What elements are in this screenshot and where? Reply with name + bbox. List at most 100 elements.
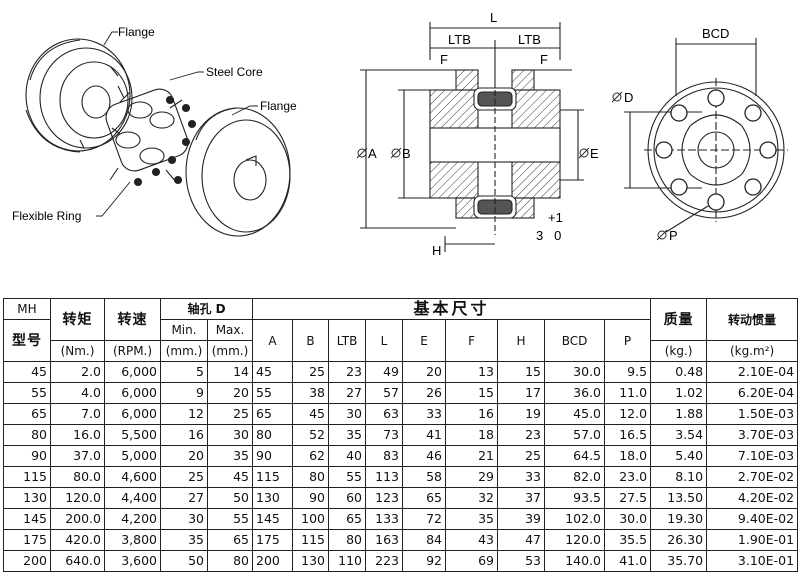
cell-L: 133 [365, 508, 404, 530]
cell-bore-max: 30 [206, 424, 254, 446]
flexible-ring-drawing [133, 95, 197, 187]
dim-E: E [590, 146, 599, 161]
callout-lines [96, 31, 258, 217]
cell-H: 15 [497, 361, 546, 383]
section-view [360, 22, 584, 252]
cell-bore-max: 45 [206, 466, 254, 488]
cell-B: 90 [292, 487, 330, 509]
cell-inertia: 2.10E-04 [706, 361, 799, 383]
cell-LTB: 27 [328, 382, 367, 404]
dim-tol-plus: +1 [548, 210, 563, 225]
cell-A: 55 [252, 382, 294, 404]
label-flexible-ring: Flexible Ring [12, 209, 81, 223]
cell-bore-max: 55 [206, 508, 254, 530]
cell-speed: 5,500 [104, 424, 161, 446]
dim-BCD: BCD [702, 26, 729, 41]
cell-mh: 200 [3, 550, 51, 572]
cell-speed: 4,400 [104, 487, 161, 509]
cell-P: 16.5 [604, 424, 652, 446]
cell-A: 175 [252, 529, 294, 551]
dim-F-right: F [540, 52, 548, 67]
cell-E: 65 [402, 487, 447, 509]
cell-E: 92 [402, 550, 447, 572]
cell-E: 72 [402, 508, 447, 530]
cell-E: 26 [402, 382, 447, 404]
header-torque-unit: (Nm.) [50, 340, 105, 362]
header-mass-unit: (kg.) [650, 340, 708, 362]
cell-mh: 175 [3, 529, 51, 551]
cell-torque: 2.0 [50, 361, 105, 383]
header-model: 型号 [3, 319, 51, 362]
cell-mh: 65 [3, 403, 51, 425]
dim-L: L [490, 10, 497, 25]
cell-F: 29 [445, 466, 499, 488]
cell-LTB: 55 [328, 466, 367, 488]
cell-P: 30.0 [604, 508, 652, 530]
cell-H: 17 [497, 382, 546, 404]
cell-H: 33 [497, 466, 546, 488]
header-mass: 质量 [650, 298, 708, 341]
label-flange-right: Flange [260, 99, 297, 113]
steel-core-drawing [105, 88, 189, 183]
dim-H: H [432, 243, 441, 258]
dim-B: B [402, 146, 411, 161]
cell-B: 130 [292, 550, 330, 572]
cell-mh: 55 [3, 382, 51, 404]
end-view [624, 38, 788, 233]
cell-mass: 0.48 [650, 361, 708, 383]
cell-E: 33 [402, 403, 447, 425]
cell-F: 43 [445, 529, 499, 551]
cell-P: 27.5 [604, 487, 652, 509]
cell-BCD: 64.5 [544, 445, 606, 467]
cell-H: 23 [497, 424, 546, 446]
end-view-labels: BCD D P [624, 26, 729, 243]
cell-mh: 80 [3, 424, 51, 446]
header-B: B [292, 319, 330, 362]
dim-LTB-left: LTB [448, 32, 471, 47]
table-header-row-1: MH 转矩 转速 轴孔 D 基本尺寸 质量 转动惯量 [3, 298, 799, 341]
header-inertia: 转动惯量 [706, 298, 799, 341]
cell-L: 123 [365, 487, 404, 509]
cell-bore-min: 27 [160, 487, 208, 509]
header-LTB: LTB [328, 319, 367, 362]
cell-LTB: 40 [328, 445, 367, 467]
label-steel-core: Steel Core [206, 65, 263, 79]
cell-mh: 145 [3, 508, 51, 530]
cell-B: 45 [292, 403, 330, 425]
cell-P: 12.0 [604, 403, 652, 425]
cell-BCD: 120.0 [544, 529, 606, 551]
cell-B: 38 [292, 382, 330, 404]
cell-mass: 13.50 [650, 487, 708, 509]
header-E: E [402, 319, 447, 362]
cell-torque: 7.0 [50, 403, 105, 425]
cell-LTB: 80 [328, 529, 367, 551]
cell-BCD: 45.0 [544, 403, 606, 425]
cell-speed: 5,000 [104, 445, 161, 467]
cell-inertia: 6.20E-04 [706, 382, 799, 404]
header-P: P [604, 319, 652, 362]
cell-L: 49 [365, 361, 404, 383]
cell-L: 223 [365, 550, 404, 572]
cell-H: 53 [497, 550, 546, 572]
cell-bore-max: 25 [206, 403, 254, 425]
cell-LTB: 110 [328, 550, 367, 572]
header-bore-max: Max. [206, 319, 254, 341]
label-flange-top: Flange [118, 25, 155, 39]
cell-B: 62 [292, 445, 330, 467]
diameter-symbols [356, 91, 668, 241]
cell-bore-max: 20 [206, 382, 254, 404]
cell-L: 63 [365, 403, 404, 425]
cell-A: 90 [252, 445, 294, 467]
cell-inertia: 1.50E-03 [706, 403, 799, 425]
cell-B: 52 [292, 424, 330, 446]
cell-torque: 200.0 [50, 508, 105, 530]
cell-A: 200 [252, 550, 294, 572]
header-bore-max-unit: (mm.) [206, 340, 254, 362]
cell-mass: 26.30 [650, 529, 708, 551]
cell-mh: 90 [3, 445, 51, 467]
cell-torque: 640.0 [50, 550, 105, 572]
cell-bore-min: 35 [160, 529, 208, 551]
